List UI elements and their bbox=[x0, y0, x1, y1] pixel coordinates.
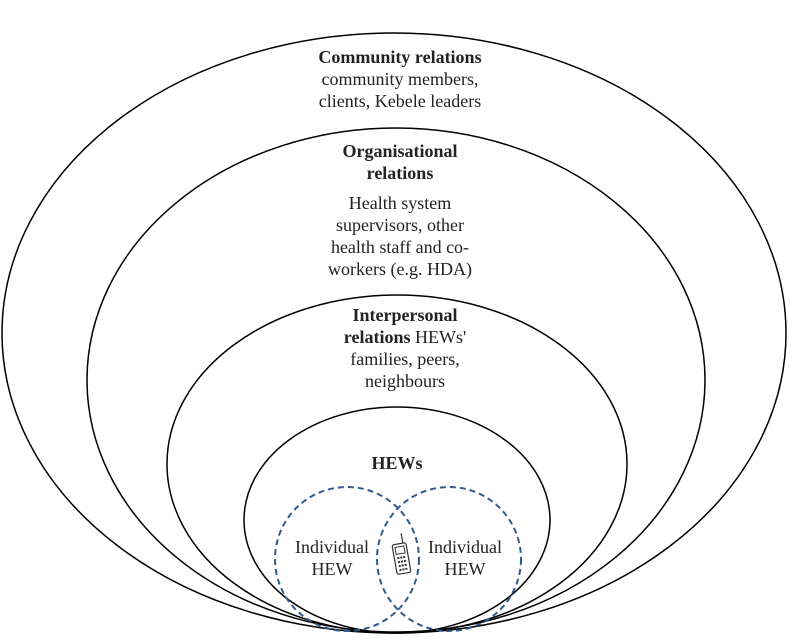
community-relations-line2: clients, Kebele leaders bbox=[318, 91, 482, 111]
individual-hew-right-label: Individual HEW bbox=[415, 536, 515, 580]
hews-ellipse bbox=[243, 406, 551, 634]
community-relations-line1: community members, bbox=[321, 69, 479, 89]
interpersonal-relations-title-line1: Interpersonal bbox=[352, 305, 458, 325]
organisational-relations-title-line2: relations bbox=[366, 163, 434, 183]
individual-hew-left-circle bbox=[274, 486, 420, 632]
community-relations-title: Community relations bbox=[318, 47, 482, 67]
organisational-relations-title-line1: Organisational bbox=[342, 141, 458, 161]
interpersonal-relations-title-line2: relations bbox=[343, 327, 411, 347]
organisational-relations-line2: supervisors, other bbox=[336, 215, 464, 235]
organisational-relations-line1: Health system bbox=[348, 193, 452, 213]
individual-hew-left-label: Individual HEW bbox=[282, 536, 382, 580]
mobile-phone-icon bbox=[391, 533, 412, 575]
interpersonal-relations-label: Interpersonal relations HEWs' families, … bbox=[305, 304, 505, 392]
individual-hew-right-line1: Individual bbox=[428, 537, 502, 557]
individual-hew-right-circle bbox=[376, 486, 522, 632]
interpersonal-relations-text-line1: HEWs' bbox=[410, 327, 467, 347]
organisational-relations-ellipse bbox=[86, 127, 706, 633]
interpersonal-relations-line2: families, peers, bbox=[350, 349, 460, 369]
community-relations-label: Community relations community members, c… bbox=[280, 46, 520, 112]
interpersonal-relations-line3: neighbours bbox=[365, 371, 445, 391]
individual-hew-left-line2: HEW bbox=[311, 559, 353, 579]
organisational-relations-label: Organisational relations Health system s… bbox=[300, 140, 500, 280]
organisational-relations-line3: health staff and co- bbox=[330, 237, 470, 257]
individual-hew-right-line2: HEW bbox=[444, 559, 486, 579]
individual-hew-left-line1: Individual bbox=[295, 537, 369, 557]
organisational-relations-line4: workers (e.g. HDA) bbox=[328, 259, 472, 279]
hews-label: HEWs bbox=[371, 453, 423, 473]
